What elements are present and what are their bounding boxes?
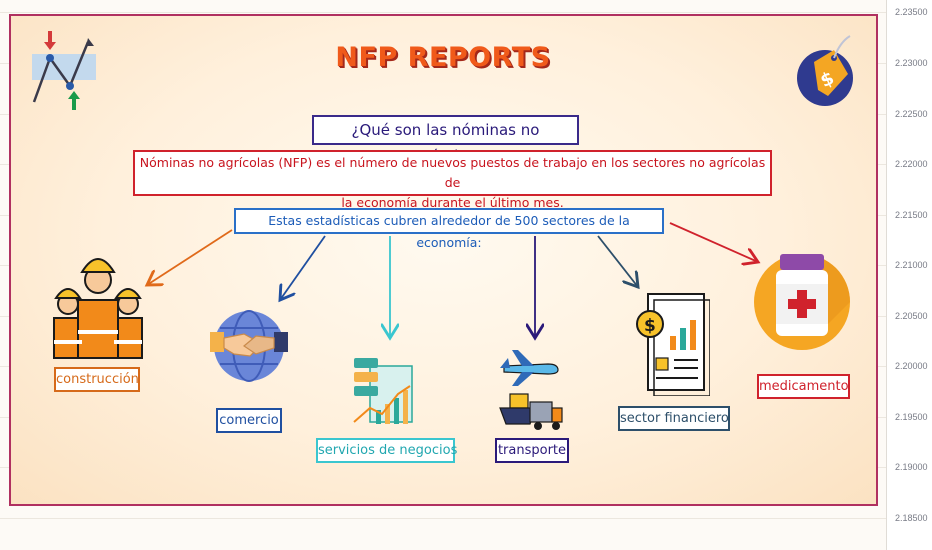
- price-label: 2.20000: [895, 361, 928, 371]
- price-label: 2.19000: [895, 462, 928, 472]
- price-axis[interactable]: 2.23500 2.23000 2.22500 2.22000 2.21500 …: [886, 0, 932, 550]
- svg-text:$: $: [644, 316, 656, 336]
- business-chart-icon: [353, 358, 413, 424]
- price-label: 2.21000: [895, 260, 928, 270]
- definition-box: Nóminas no agrícolas (NFP) es el número …: [133, 150, 772, 210]
- construction-workers-icon: [53, 258, 143, 359]
- arrow-construccion: [147, 229, 233, 285]
- sector-label-medicamento: medicamento: [757, 374, 850, 399]
- definition-line: Nóminas no agrícolas (NFP) es el número …: [139, 155, 766, 190]
- sector-label-sector-financiero: sector financiero: [618, 406, 730, 431]
- arrow-medicamento: [669, 222, 758, 262]
- definition-line: la economía durante el último mes.: [341, 195, 564, 210]
- price-label: 2.21500: [895, 210, 928, 220]
- coverage-box: Estas estadísticas cubren alrededor de 5…: [234, 208, 664, 250]
- chart-trend-logo-icon: [32, 31, 96, 110]
- price-tag-dollar-icon: $: [797, 35, 853, 106]
- price-label: 2.19500: [895, 412, 928, 422]
- idea-panel: [9, 14, 878, 506]
- plane-ship-truck-icon: [499, 350, 563, 430]
- sector-arrows: [0, 222, 886, 550]
- medicine-bottle-icon: [754, 254, 850, 350]
- price-label: 2.18500: [895, 513, 928, 523]
- financial-report-icon: $: [636, 293, 710, 396]
- price-label: 2.22500: [895, 109, 928, 119]
- arrow-financiero: [597, 235, 638, 287]
- handshake-globe-icon: [210, 310, 288, 382]
- gridline: [0, 12, 886, 13]
- sector-label-construccion: construcción: [54, 367, 140, 392]
- price-label: 2.23500: [895, 7, 928, 17]
- sector-label-comercio: comercio: [216, 408, 282, 433]
- gridline: [0, 518, 886, 519]
- sector-label-servicios-de-negocios: servicios de negocios: [316, 438, 457, 463]
- price-label: 2.22000: [895, 159, 928, 169]
- sector-label-transporte: transporte: [495, 438, 569, 463]
- report-title: NFP REPORTS: [335, 42, 551, 73]
- price-label: 2.23000: [895, 58, 928, 68]
- price-label: 2.20500: [895, 311, 928, 321]
- arrow-comercio: [280, 235, 326, 300]
